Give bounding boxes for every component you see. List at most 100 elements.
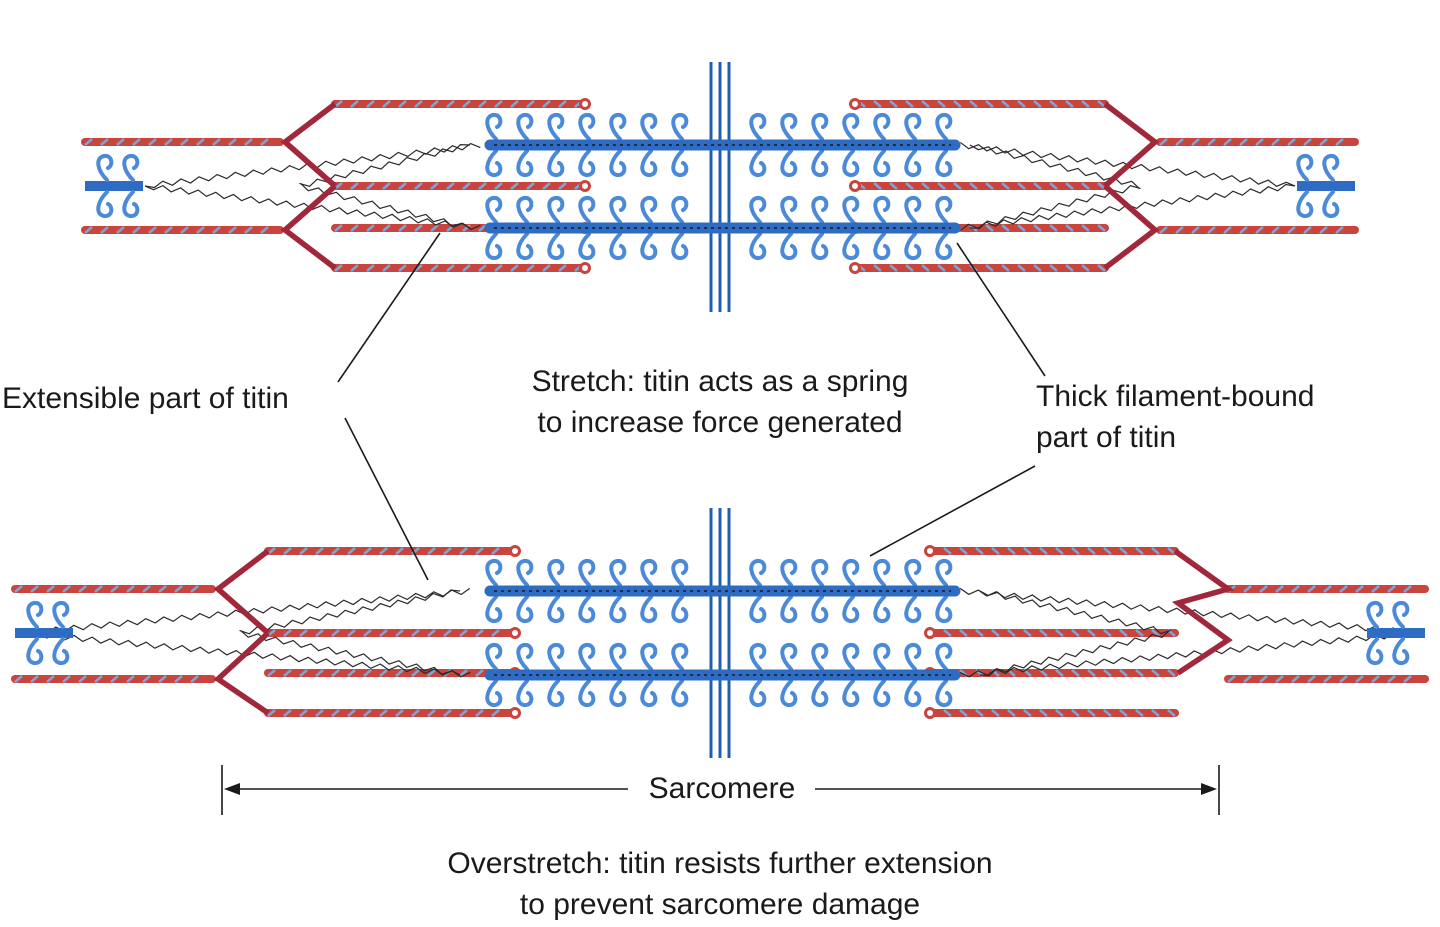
thin-filament xyxy=(1224,585,1429,593)
myosin-head xyxy=(935,232,953,261)
myosin-head xyxy=(873,112,891,141)
myosin-head xyxy=(485,112,503,141)
myosin-head-pair xyxy=(547,558,565,624)
myosin-head-pair xyxy=(547,642,565,708)
myosin-head-pair xyxy=(904,558,922,624)
myosin-head-pair xyxy=(842,195,860,261)
myosin-head xyxy=(1392,600,1410,629)
myosin-head-pair xyxy=(811,195,829,261)
thin-filament-tip xyxy=(579,180,591,192)
myosin-head xyxy=(578,149,596,178)
myosin-head xyxy=(516,558,534,587)
myosin-head-pair xyxy=(842,642,860,708)
tropomyosin-strand xyxy=(267,547,500,555)
myosin-head xyxy=(547,232,565,261)
myosin-head-pair xyxy=(609,112,627,178)
sarcomere-length-bar xyxy=(221,765,1220,815)
adjacent-thick-filament-stub xyxy=(15,600,73,666)
myosin-head xyxy=(516,195,534,224)
titin-extensible xyxy=(239,589,461,635)
myosin-head xyxy=(780,679,798,708)
stretch-caption-line1: Stretch: titin acts as a spring xyxy=(531,365,909,398)
myosin-head xyxy=(516,595,534,624)
myosin-head xyxy=(516,642,534,671)
myosin-head xyxy=(609,558,627,587)
myosin-head xyxy=(640,595,658,624)
myosin-head xyxy=(671,232,689,261)
myosin-head xyxy=(122,153,140,182)
myosin-head xyxy=(780,642,798,671)
myosin-head xyxy=(811,232,829,261)
thin-filament xyxy=(264,627,521,639)
thin-filament-tip xyxy=(509,627,521,639)
tropomyosin-strand xyxy=(84,226,269,234)
myosin-head xyxy=(935,595,953,624)
myosin-head-pair xyxy=(640,112,658,178)
myosin-head-pair xyxy=(749,558,767,624)
myosin-head xyxy=(811,679,829,708)
thin-filament xyxy=(264,707,521,719)
myosin-head xyxy=(749,149,767,178)
thin-filament-tip xyxy=(924,707,936,719)
myosin-head-pair xyxy=(96,153,114,219)
myosin-head-pair xyxy=(873,558,891,624)
thin-filament xyxy=(849,98,1109,110)
thin-filament xyxy=(924,545,1179,557)
tropomyosin-strand xyxy=(334,264,583,272)
myosin-head xyxy=(1296,190,1314,219)
myosin-head xyxy=(904,195,922,224)
myosin-head-pair xyxy=(671,558,689,624)
tropomyosin-strand xyxy=(943,669,1176,677)
myosin-head xyxy=(578,595,596,624)
myosin-head xyxy=(1322,190,1340,219)
myosin-head-pair xyxy=(671,642,689,708)
thin-filament xyxy=(849,262,1109,274)
m-line xyxy=(709,508,731,758)
thin-filament-tip xyxy=(849,180,861,192)
myosin-head xyxy=(749,679,767,708)
myosin-head-pair xyxy=(1322,153,1340,219)
thin-filament-tip xyxy=(924,627,936,639)
z-disc xyxy=(1103,183,1160,271)
thin-filament-tip xyxy=(849,98,861,110)
myosin-head-pair xyxy=(904,642,922,708)
myosin-head xyxy=(516,679,534,708)
myosin-head-pair xyxy=(640,642,658,708)
myosin-head-pair xyxy=(749,112,767,178)
myosin-head xyxy=(547,195,565,224)
myosin-head-pair xyxy=(780,195,798,261)
myosin-head-pair xyxy=(1296,153,1314,219)
myosin-head xyxy=(640,149,658,178)
adjacent-thick-filament-stub xyxy=(85,153,143,219)
thin-filament-tip xyxy=(509,707,521,719)
myosin-head xyxy=(780,112,798,141)
myosin-head xyxy=(640,679,658,708)
thick-filament xyxy=(484,195,961,261)
myosin-head xyxy=(1366,600,1384,629)
myosin-head xyxy=(842,558,860,587)
myosin-head-pair xyxy=(842,558,860,624)
myosin-head xyxy=(485,232,503,261)
thin-filament-tip xyxy=(849,262,861,274)
myosin-head xyxy=(485,195,503,224)
myosin-head-pair xyxy=(516,558,534,624)
myosin-head xyxy=(640,195,658,224)
myosin-head-pair xyxy=(516,112,534,178)
myosin-head xyxy=(485,149,503,178)
myosin-head xyxy=(26,600,44,629)
thin-filament-tip xyxy=(509,545,521,557)
overstretch-caption: Overstretch: titin resists further exten… xyxy=(370,843,1070,925)
myosin-head xyxy=(842,642,860,671)
myosin-head-pair xyxy=(122,153,140,219)
myosin-head xyxy=(873,679,891,708)
myosin-head-pair xyxy=(1392,600,1410,666)
myosin-head xyxy=(842,679,860,708)
myosin-head xyxy=(842,232,860,261)
myosin-head xyxy=(547,595,565,624)
thick-bound-label-line1: Thick filament-bound xyxy=(1036,380,1315,413)
myosin-head xyxy=(609,112,627,141)
thin-filament xyxy=(331,98,591,110)
tropomyosin-strand xyxy=(943,547,1176,555)
tropomyosin-strand xyxy=(943,709,1176,717)
overstretch-caption-line1: Overstretch: titin resists further exten… xyxy=(447,847,993,880)
